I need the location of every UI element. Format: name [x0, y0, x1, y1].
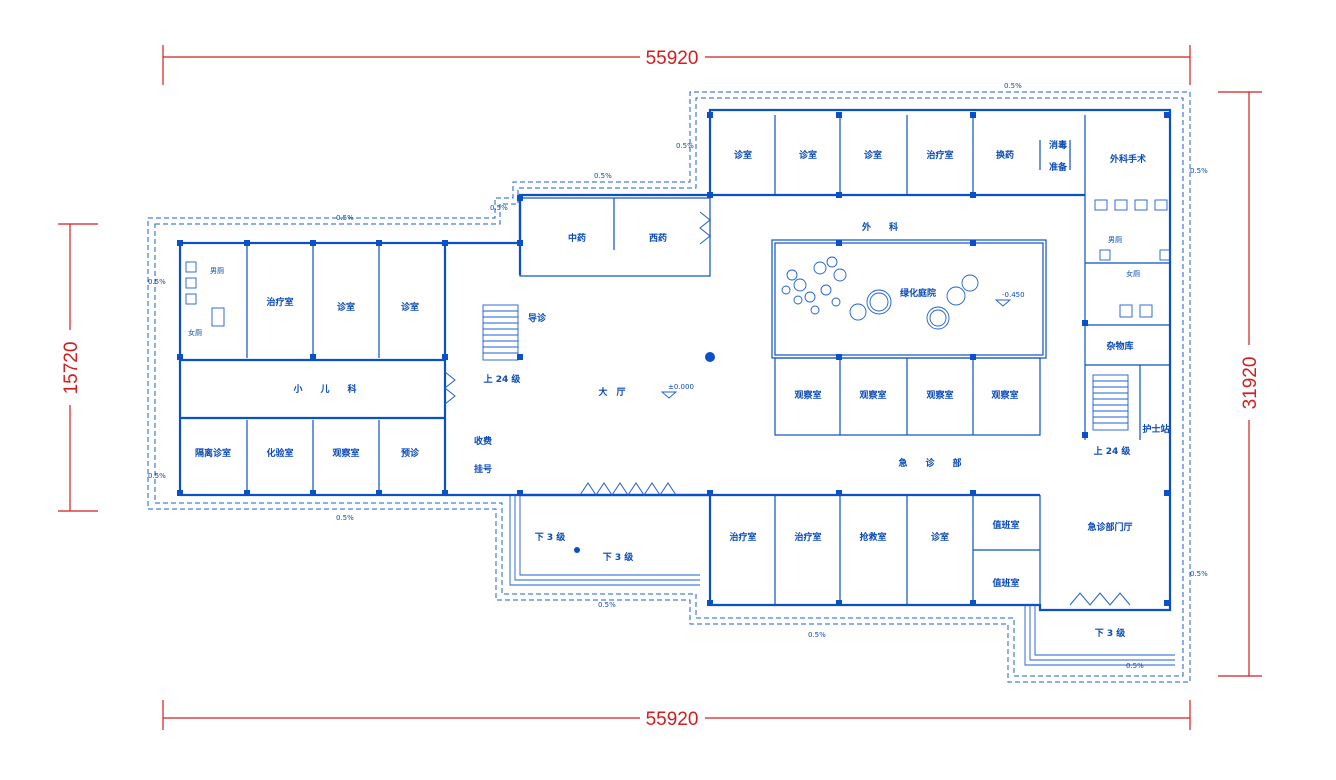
label-womens-right: 女厕	[1126, 269, 1140, 278]
label-observation-left: 观察室	[332, 447, 359, 459]
slope-left-top: 0.5%	[676, 142, 694, 150]
dimension-left-text: 15720	[61, 342, 82, 395]
label-emergency-hall: 急诊部门厅	[1087, 521, 1132, 533]
dimension-left: 15720	[58, 223, 98, 512]
label-obs-4: 观察室	[991, 389, 1018, 401]
label-garden: 绿化庭院	[900, 287, 936, 299]
slope-step: 0.5%	[490, 204, 508, 212]
label-duty-1: 值班室	[992, 519, 1019, 531]
apron-outline	[147, 91, 1191, 683]
toilet-fixtures	[185, 199, 1171, 327]
dimension-right: 31920	[1218, 91, 1262, 677]
stair-down-a: 下 3 级	[535, 531, 567, 543]
label-surgical-dept: 外 科	[861, 221, 898, 233]
annotations: 上 24 级 上 24 级 下 3 级 下 3 级 下 3 级 ±0.000 -…	[148, 82, 1208, 670]
label-isolation: 隔离诊室	[195, 447, 231, 459]
elevation-garden: -0.450	[1002, 291, 1025, 299]
dimension-right-text: 31920	[1240, 357, 1261, 410]
dimension-bottom: 55920	[162, 700, 1191, 730]
label-womens-left: 女厕	[188, 328, 202, 337]
elevation-hall: ±0.000	[668, 383, 694, 391]
label-treat-b1: 治疗室	[729, 531, 756, 543]
label-duty-2: 值班室	[992, 577, 1019, 589]
slope-right-top: 0.5%	[1190, 167, 1208, 175]
stair-down-c: 下 3 级	[1095, 627, 1127, 639]
garden-features	[781, 256, 979, 330]
label-obs-3: 观察室	[926, 389, 953, 401]
slope-left-bottom: 0.5%	[148, 472, 166, 480]
dimension-top-text: 55920	[646, 48, 699, 69]
label-pre-exam: 预诊	[401, 447, 420, 459]
label-treatment-top: 治疗室	[926, 149, 953, 161]
slope-top: 0.5%	[1004, 82, 1022, 90]
dimension-bottom-text: 55920	[646, 709, 699, 730]
label-western-pharmacy: 西药	[649, 232, 667, 244]
slope-bottom-right: 0.5%	[808, 631, 826, 639]
slope-left-side: 0.5%	[148, 278, 166, 286]
label-register: 挂号	[474, 463, 492, 475]
dimension-top: 55920	[162, 45, 1191, 85]
label-emergency-dept: 急 诊 部	[898, 457, 961, 469]
stair-up-left: 上 24 级	[484, 373, 522, 385]
label-consult-b: 诊室	[931, 531, 949, 543]
stair-up-right: 上 24 级	[1094, 445, 1132, 457]
label-consult-top-2: 诊室	[799, 149, 817, 161]
label-treat-b2: 治疗室	[794, 531, 821, 543]
label-chinese-pharmacy: 中药	[568, 232, 586, 244]
entrance-doors	[444, 211, 1131, 606]
label-nurse: 护士站	[1142, 423, 1169, 435]
label-rescue: 抢救室	[859, 531, 886, 543]
slope-left-wing-top: 0.5%	[336, 214, 354, 222]
label-obs-2: 观察室	[859, 389, 886, 401]
label-mens-right: 男厕	[1108, 236, 1122, 244]
label-storage: 杂物库	[1106, 340, 1133, 352]
label-disinfect: 消毒	[1049, 139, 1067, 151]
slope-left-wing-bottom: 0.5%	[336, 514, 354, 522]
stair-right	[1092, 374, 1129, 431]
label-lab: 化验室	[266, 447, 293, 459]
stair-left	[482, 304, 519, 361]
label-obs-1: 观察室	[794, 389, 821, 401]
label-treatment-left: 治疗室	[266, 296, 293, 308]
label-consult-left-2: 诊室	[401, 301, 419, 313]
tree-icon	[781, 256, 847, 315]
label-surgery: 外科手术	[1109, 153, 1146, 165]
label-dressing: 换药	[996, 149, 1014, 161]
slope-bottom-corner: 0.5%	[1126, 662, 1144, 670]
label-consult-top-1: 诊室	[734, 149, 752, 161]
columns	[177, 112, 1170, 606]
label-mens-left: 男厕	[210, 267, 224, 275]
stair-down-b: 下 3 级	[603, 551, 635, 563]
slope-bottom-mid: 0.5%	[598, 601, 616, 609]
label-pediatrics: 小 儿 科	[292, 383, 356, 395]
label-fee: 收费	[474, 435, 492, 447]
slope-mid-top: 0.5%	[594, 172, 612, 180]
label-hall: 大 厅	[598, 386, 625, 398]
label-consult-top-3: 诊室	[864, 149, 882, 161]
label-guide: 导诊	[528, 312, 547, 324]
slope-right-bottom: 0.5%	[1190, 570, 1208, 578]
room-labels: 男厕 女厕 治疗室 诊室 诊室 小 儿 科 隔离诊室 化验室 观察室 预诊 收费…	[188, 139, 1170, 589]
label-consult-left-1: 诊室	[337, 301, 355, 313]
label-prepare: 准备	[1049, 161, 1068, 173]
